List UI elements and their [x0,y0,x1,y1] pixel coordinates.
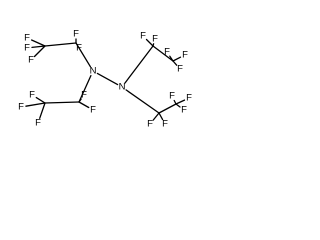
atom-label-f20: F [181,105,187,116]
atom-label-f12: F [152,34,158,45]
atom-label-f18: F [169,91,175,102]
bond-c4-f7 [25,102,46,107]
atom-label-f4: F [73,29,79,40]
bond-n2-c7 [125,89,160,114]
bond-c7-c8 [158,103,177,114]
atom-label-f17: F [162,119,168,130]
molecule-structure: F F F F F F F F F F F F F F F F F F F F … [18,29,192,130]
atom-label-f16: F [147,119,153,130]
bond-c8-f18 [173,99,177,105]
bond-c5-f11 [145,38,154,47]
atom-label-f14: F [182,50,188,61]
bond-c1-c2 [44,42,77,47]
atom-label-f19: F [186,93,192,104]
atom-label-f15: F [177,64,183,75]
bond-c8-f19 [175,99,186,105]
bond-c7-f17 [158,112,164,121]
bond-c6-f15 [172,60,178,66]
atom-label-f7: F [18,102,24,113]
bond-n1-c3 [78,74,92,103]
bond-c6-f14 [172,56,182,62]
bond-c2-f1 [30,39,46,47]
bond-n2-c5 [124,45,154,84]
atom-label-n1: N [90,66,97,77]
atom-label-f5: F [76,43,82,54]
bond-c5-f12 [152,43,155,47]
bond-c5-c6 [152,45,174,62]
bond-n1-c1 [75,42,92,68]
atom-label-f11: F [140,31,146,42]
atom-label-f2: F [24,43,30,54]
bond-c3-c4 [44,101,80,104]
bond-c8-f20 [175,103,181,108]
bond-c7-f16 [152,112,160,121]
atom-label-f9: F [81,90,87,101]
bond-lines [25,38,186,121]
bond-c3-f10 [78,101,90,109]
bond-n1-n2 [96,72,119,86]
bond-c2-f2 [31,45,46,49]
atom-labels: F F F F F F F F F F F F F F F F F F F F … [18,29,192,130]
bond-c4-f6 [35,96,46,104]
atom-label-f8: F [35,118,41,129]
bond-c2-f3 [33,45,46,58]
bond-c6-f13 [169,55,174,62]
atom-label-n2: N [119,82,126,93]
bond-c4-f8 [39,102,46,119]
atom-label-f1: F [24,33,30,44]
atom-label-f3: F [28,55,34,66]
atom-label-f6: F [29,90,35,101]
atom-label-f13: F [164,47,170,58]
atom-label-f10: F [90,105,96,116]
